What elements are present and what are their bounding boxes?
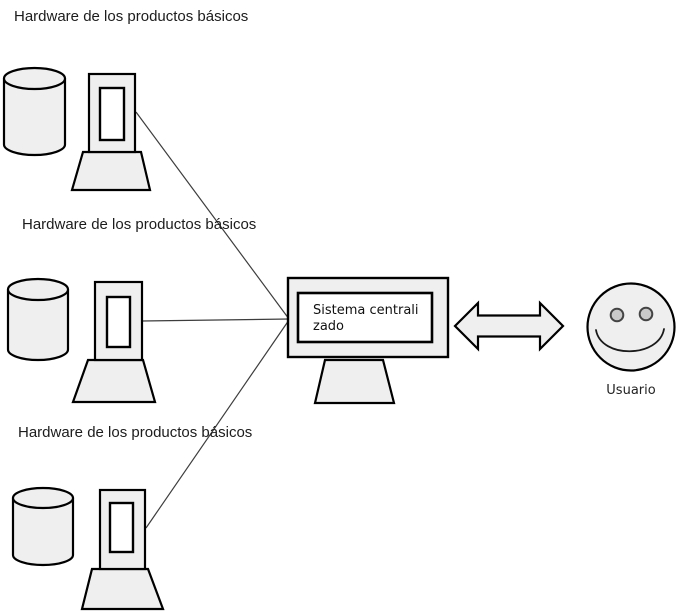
terminal-icon xyxy=(71,280,157,404)
database-cylinder-icon xyxy=(11,486,75,567)
connector-lines xyxy=(135,111,290,529)
smiley-right-eye xyxy=(638,306,654,322)
hardware-group-2 xyxy=(6,277,157,404)
smiley-mouth xyxy=(595,328,665,353)
hardware-group-3 xyxy=(11,486,165,611)
user-smiley-icon xyxy=(586,282,676,372)
central-system-label-line: zado xyxy=(313,319,344,334)
smiley-left-eye xyxy=(609,307,625,323)
central-system-icon xyxy=(286,276,450,405)
bidirectional-arrow-icon xyxy=(453,300,565,352)
database-cylinder-icon xyxy=(6,277,70,362)
hardware-group-2-label: Hardware de los productos básicos xyxy=(22,216,257,233)
connector-line-bottom xyxy=(145,319,290,529)
hardware-group-1-label: Hardware de los productos básicos xyxy=(14,8,249,25)
terminal-icon xyxy=(80,488,165,611)
connector-line-middle xyxy=(141,318,290,322)
central-system-label-line: Sistema centrali xyxy=(313,303,419,318)
monitor-stand xyxy=(313,358,396,405)
monitor-screen xyxy=(296,291,434,344)
database-cylinder-icon xyxy=(2,66,67,157)
smiley-face xyxy=(586,282,676,372)
hardware-group-1 xyxy=(2,66,152,192)
user-label: Usuario xyxy=(606,383,656,398)
hardware-group-3-label: Hardware de los productos básicos xyxy=(18,424,253,441)
connector-line-top xyxy=(135,111,290,320)
terminal-icon xyxy=(70,72,152,192)
central-system-label: Sistema centrali zado xyxy=(313,303,431,335)
